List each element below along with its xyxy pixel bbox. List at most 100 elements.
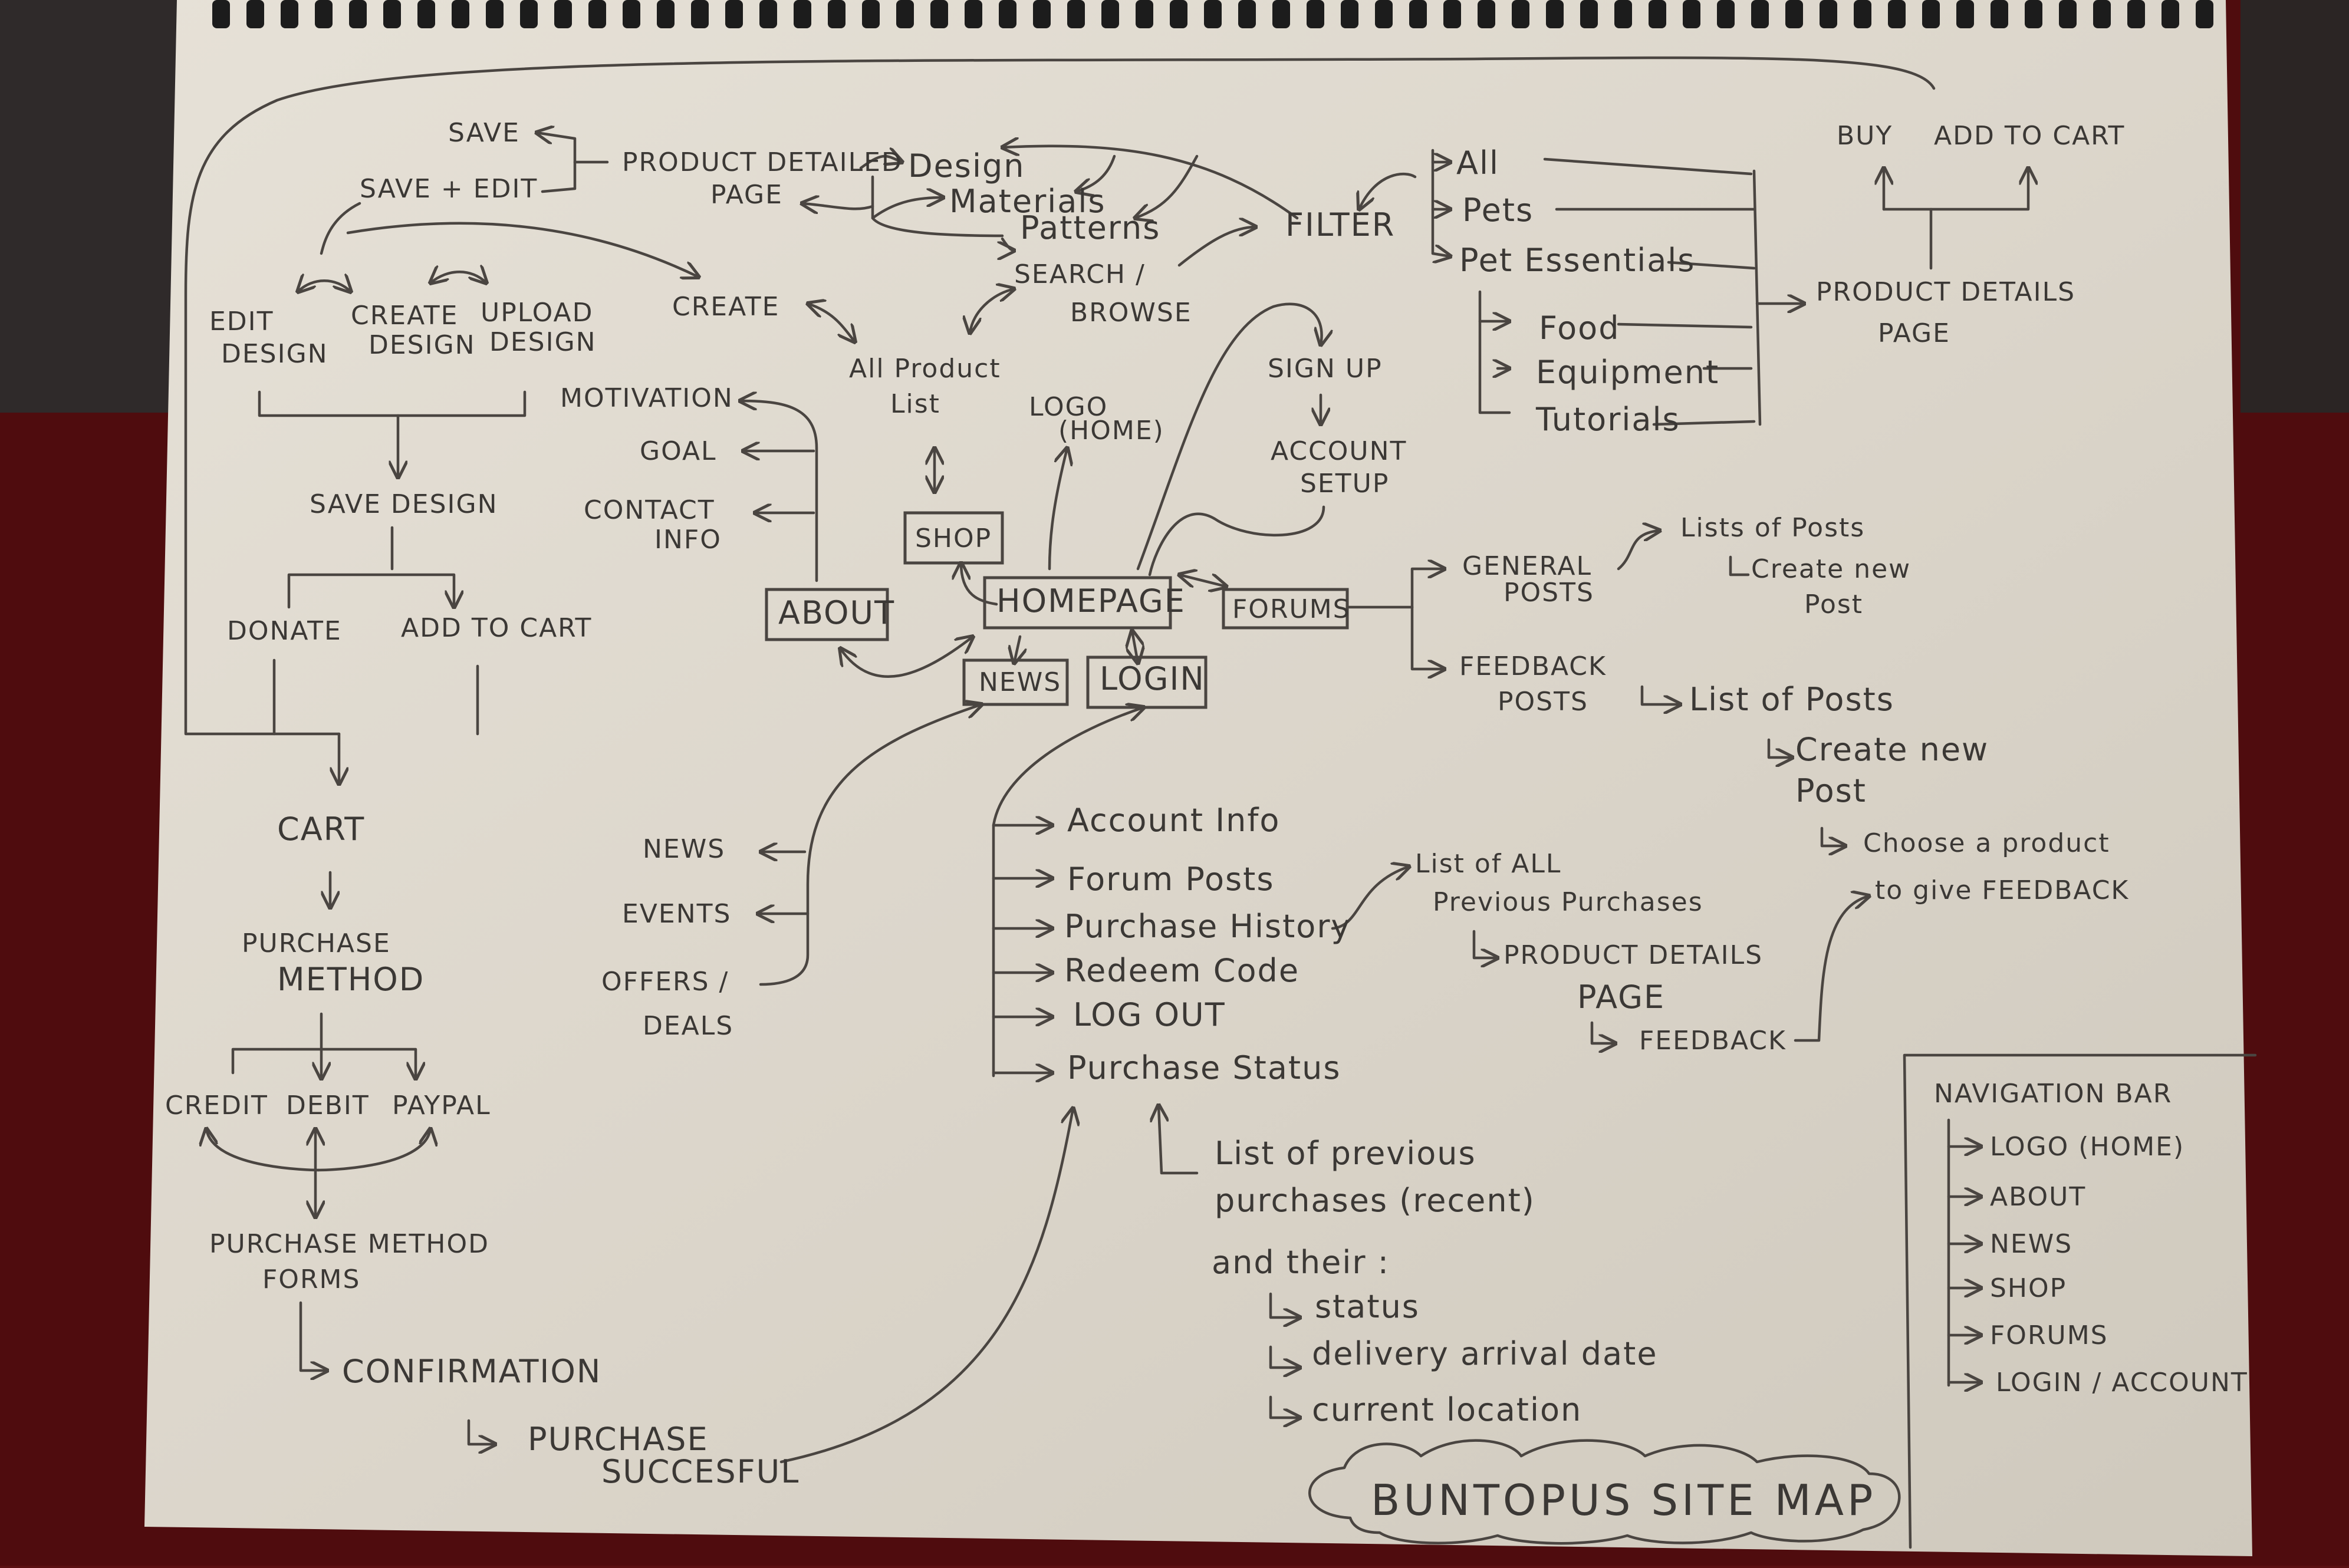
add-to-cart-label: ADD TO CART bbox=[1934, 121, 2125, 151]
nav-bar-item: SHOP bbox=[1990, 1273, 2067, 1303]
filter-pet-essentials: Pet Essentials bbox=[1459, 242, 1695, 279]
spiral-ring bbox=[486, 0, 504, 28]
status-list-2: purchases (recent) bbox=[1215, 1182, 1535, 1219]
spiral-ring bbox=[1751, 0, 1769, 28]
spiral-binding bbox=[212, 0, 2213, 28]
edit-design-2: DESIGN bbox=[221, 339, 328, 369]
save-label: SAVE bbox=[448, 118, 520, 148]
general-posts-2: POSTS bbox=[1504, 578, 1594, 608]
spiral-ring bbox=[1546, 0, 1564, 28]
product-details-page-2: PAGE bbox=[1878, 318, 1950, 348]
spiral-ring bbox=[452, 0, 469, 28]
news-item-offers-2: DEALS bbox=[643, 1011, 733, 1041]
connector-lines bbox=[184, 56, 2257, 1549]
spiral-ring bbox=[1512, 0, 1529, 28]
status-list-1: List of previous bbox=[1215, 1135, 1476, 1172]
spiral-ring bbox=[1409, 0, 1427, 28]
spiral-ring bbox=[2059, 0, 2077, 28]
save-edit-label: SAVE + EDIT bbox=[360, 174, 538, 204]
feedback-create-new-1: Create new bbox=[1795, 731, 1989, 768]
signup-label: SIGN UP bbox=[1268, 354, 1383, 384]
add-to-cart-left-label: ADD TO CART bbox=[401, 613, 592, 643]
filter-food: Food bbox=[1539, 309, 1620, 347]
shop-box[interactable] bbox=[903, 511, 1004, 565]
general-posts-1: GENERAL bbox=[1462, 551, 1592, 581]
spiral-ring bbox=[554, 0, 572, 28]
patterns-label: Patterns bbox=[1020, 209, 1160, 246]
login-product-details-2: PAGE bbox=[1577, 979, 1665, 1016]
homepage-label[interactable]: HOMEPAGE bbox=[996, 582, 1186, 620]
news-item-news: NEWS bbox=[643, 834, 725, 864]
news-label[interactable]: NEWS bbox=[979, 667, 1061, 697]
forums-label[interactable]: FORUMS bbox=[1232, 594, 1351, 624]
purchase-method-forms-1: PURCHASE METHOD bbox=[209, 1229, 489, 1259]
list-all-previous-1: List of ALL bbox=[1415, 849, 1561, 879]
spiral-ring bbox=[1649, 0, 1666, 28]
nav-bar-item: ABOUT bbox=[1990, 1182, 2086, 1212]
spiral-ring bbox=[315, 0, 333, 28]
spiral-ring bbox=[657, 0, 675, 28]
spiral-ring bbox=[1478, 0, 1495, 28]
spiral-ring bbox=[1375, 0, 1393, 28]
upload-design-2: DESIGN bbox=[489, 327, 597, 357]
login-account-info: Account Info bbox=[1067, 802, 1280, 839]
feedback-posts-1: FEEDBACK bbox=[1459, 651, 1607, 681]
all-product-2: List bbox=[890, 389, 940, 419]
filter-pets: Pets bbox=[1462, 192, 1534, 229]
filter-equipment: Equipment bbox=[1536, 354, 1719, 391]
about-box[interactable] bbox=[765, 588, 889, 641]
buy-label: BUY bbox=[1837, 121, 1893, 151]
search-label-1: SEARCH / bbox=[1014, 259, 1146, 289]
all-product-1: All Product bbox=[849, 354, 1001, 384]
list-of-posts: List of Posts bbox=[1689, 681, 1894, 718]
labels: SHOP ABOUT HOMEPAGE FORUMS NEWS LOGIN LO… bbox=[165, 118, 2248, 1525]
product-details-page-1: PRODUCT DETAILS bbox=[1816, 277, 2075, 307]
status-list-3: and their : bbox=[1212, 1244, 1390, 1281]
spiral-ring bbox=[2127, 0, 2145, 28]
site-map-title: BUNTOPUS SITE MAP bbox=[1371, 1475, 1876, 1525]
spiral-ring bbox=[896, 0, 914, 28]
homepage-box[interactable] bbox=[983, 576, 1172, 630]
lists-of-posts: Lists of Posts bbox=[1680, 513, 1865, 543]
spiral-ring bbox=[417, 0, 435, 28]
login-forum-posts: Forum Posts bbox=[1067, 861, 1274, 898]
design-label: Design bbox=[908, 147, 1025, 185]
dark-corner bbox=[0, 0, 195, 413]
news-item-events: EVENTS bbox=[622, 899, 731, 929]
spiral-ring bbox=[1101, 0, 1119, 28]
login-box[interactable] bbox=[1086, 655, 1208, 709]
boxes bbox=[765, 511, 1349, 709]
motivation-label: MOTIVATION bbox=[560, 383, 733, 413]
spiral-ring bbox=[828, 0, 845, 28]
about-label[interactable]: ABOUT bbox=[778, 594, 895, 631]
spiral-ring bbox=[1170, 0, 1187, 28]
filter-all: All bbox=[1456, 144, 1499, 182]
news-box[interactable] bbox=[962, 658, 1069, 706]
spiral-ring bbox=[1888, 0, 1906, 28]
login-purchase-status: Purchase Status bbox=[1067, 1049, 1341, 1086]
delivery-item: delivery arrival date bbox=[1312, 1335, 1658, 1372]
product-detailed-page-1: PRODUCT DETAILED bbox=[622, 147, 903, 177]
spiral-ring bbox=[246, 0, 264, 28]
news-item-offers-1: OFFERS / bbox=[601, 967, 729, 997]
login-log-out: LOG OUT bbox=[1073, 996, 1226, 1033]
spiral-ring bbox=[1991, 0, 2008, 28]
shop-label[interactable]: SHOP bbox=[915, 523, 992, 554]
nav-bar-item: LOGIN / ACCOUNT bbox=[1996, 1368, 2248, 1398]
spiral-ring bbox=[930, 0, 948, 28]
forums-box[interactable] bbox=[1222, 588, 1349, 630]
spiral-ring bbox=[1717, 0, 1735, 28]
cart-label: CART bbox=[277, 811, 365, 848]
spiral-ring bbox=[383, 0, 401, 28]
credit-label: CREDIT bbox=[165, 1091, 268, 1121]
login-label[interactable]: LOGIN bbox=[1100, 660, 1205, 697]
feedback-posts-2: POSTS bbox=[1498, 687, 1588, 717]
nav-bar-item: FORUMS bbox=[1990, 1320, 2108, 1350]
spiral-ring bbox=[1238, 0, 1256, 28]
spiral-ring bbox=[1307, 0, 1324, 28]
spiral-ring bbox=[1785, 0, 1803, 28]
purchase-method-2: METHOD bbox=[277, 961, 425, 998]
create-design-2: DESIGN bbox=[369, 330, 476, 360]
spiral-ring bbox=[691, 0, 709, 28]
spiral-ring bbox=[1956, 0, 1974, 28]
